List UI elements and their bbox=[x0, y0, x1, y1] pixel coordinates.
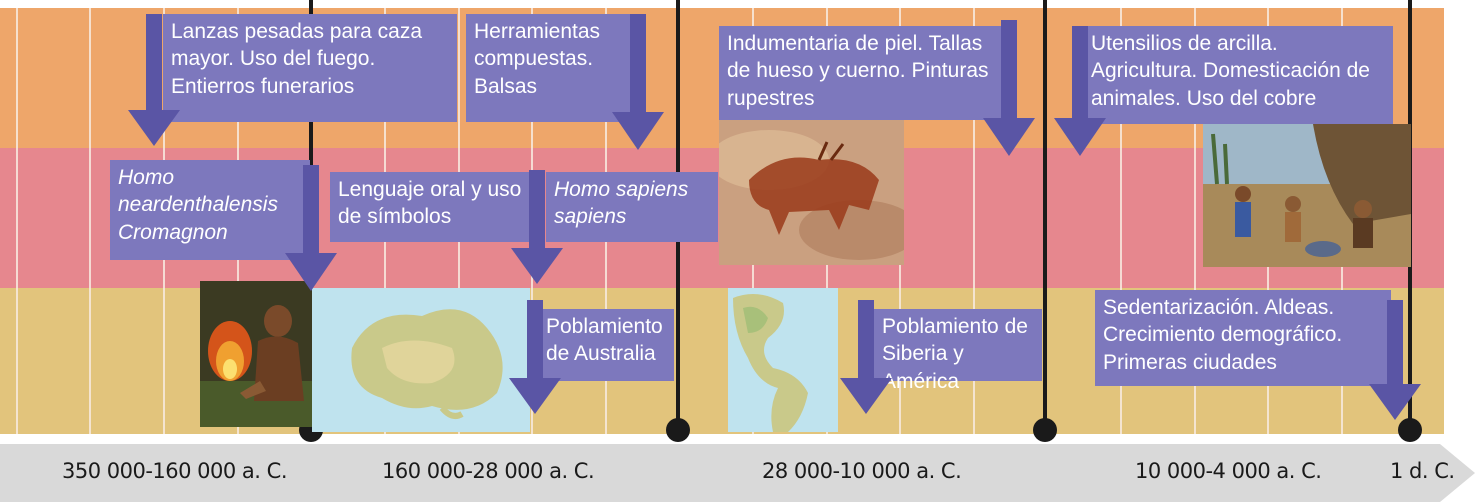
event-box: Poblamiento de Siberia y América bbox=[874, 309, 1042, 393]
australia-map-image bbox=[312, 288, 530, 432]
event-box: Homo neardenthalensis Cromagnon bbox=[110, 160, 310, 260]
event-box: Sedentarización. Aldeas. Crecimiento dem… bbox=[1095, 290, 1391, 386]
event-box: Indumentaria de piel. Tallas de hueso y … bbox=[719, 26, 1009, 120]
period-label-4: 10 000-4 000 a. C. bbox=[1135, 459, 1322, 483]
arrow-icon bbox=[509, 300, 561, 414]
caveman-fire-image bbox=[200, 281, 312, 427]
event-box: Lenguaje oral y uso de símbolos bbox=[330, 172, 538, 242]
arrow-icon bbox=[511, 170, 563, 284]
period-label-2: 160 000-28 000 a. C. bbox=[382, 459, 595, 483]
period-label-3: 28 000-10 000 a. C. bbox=[762, 459, 962, 483]
period-label-1: 350 000-160 000 a. C. bbox=[62, 459, 288, 483]
period-label-5: 1 d. C. bbox=[1390, 459, 1455, 483]
arrow-icon bbox=[983, 20, 1035, 156]
arrow-icon bbox=[285, 165, 337, 291]
event-box: Lanzas pesadas para caza mayor. Uso del … bbox=[163, 14, 457, 122]
neolithic-village-image bbox=[1203, 124, 1411, 267]
event-box: Poblamiento de Australia bbox=[538, 309, 674, 381]
americas-map-image bbox=[728, 288, 838, 432]
arrow-icon bbox=[612, 14, 664, 150]
arrow-icon bbox=[1054, 26, 1106, 156]
cave-painting-image bbox=[719, 120, 904, 265]
event-box: Utensilios de arcilla. Agricultura. Dome… bbox=[1083, 26, 1393, 124]
arrow-icon bbox=[1369, 300, 1421, 420]
arrow-icon bbox=[840, 300, 892, 414]
event-box: Homo sapiens sapiens bbox=[546, 172, 718, 242]
event-box: Herramientas compuestas. Balsas bbox=[466, 14, 632, 122]
timeline-axis bbox=[0, 444, 1475, 502]
arrow-icon bbox=[128, 14, 180, 146]
